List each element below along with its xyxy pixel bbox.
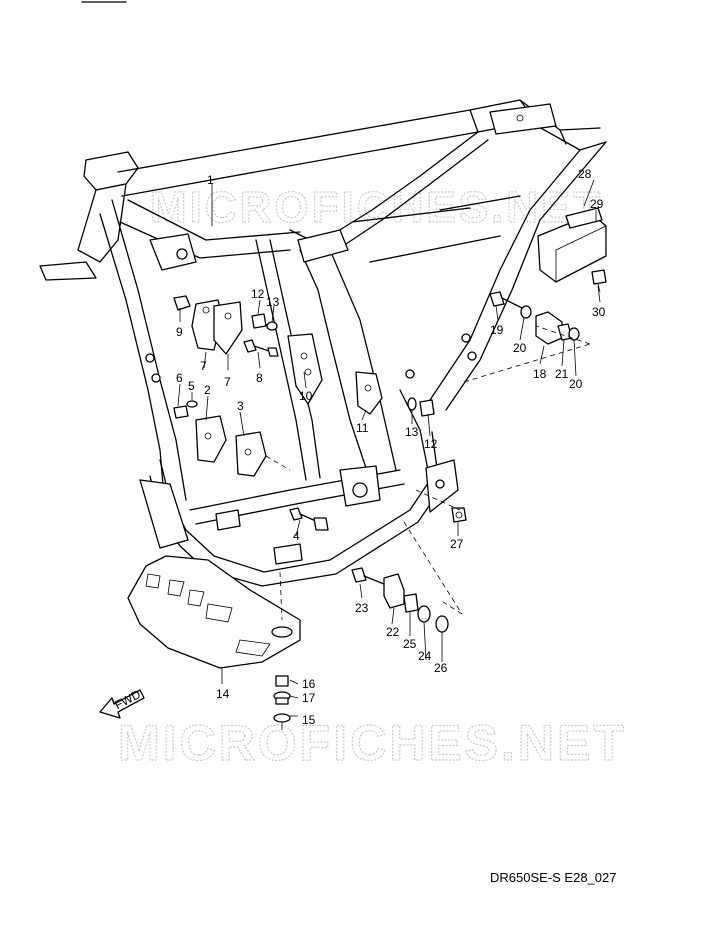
callout-7-right: 7 [224,375,231,389]
watermark-lower: MICROFICHES.NET [118,715,627,771]
callout-3: 3 [237,399,244,413]
callout-11: 11 [356,421,369,435]
callout-2: 2 [204,383,211,397]
leader-lines [177,179,601,717]
callout-13-upper: 13 [266,295,280,309]
callout-30: 30 [592,305,606,319]
callout-23: 23 [355,601,369,615]
figure-code: DR650SE-S E28_027 [490,870,617,885]
callout-27: 27 [450,537,464,551]
callout-6: 6 [176,371,183,385]
callout-17: 17 [302,691,316,705]
callout-16: 16 [302,677,316,691]
callout-20-left: 20 [513,341,527,355]
callout-5: 5 [188,379,195,393]
callout-19: 19 [490,323,504,337]
lower-mount-group [351,567,449,633]
callout-22: 22 [386,625,400,639]
callout-14: 14 [216,687,230,701]
callout-24: 24 [418,649,432,663]
skid-plate [127,555,301,669]
engine-mount-brackets [191,299,383,477]
callout-13-right: 13 [405,425,419,439]
callout-28: 28 [578,167,592,181]
callout-25: 25 [403,637,417,651]
callout-15: 15 [302,713,316,727]
callout-8: 8 [256,371,263,385]
callout-18: 18 [533,367,547,381]
callout-4: 4 [293,529,300,543]
callout-7-left: 7 [200,359,207,373]
callout-10: 10 [299,389,313,403]
skid-plate-bolts [273,675,291,730]
callout-26: 26 [434,661,448,675]
callout-29: 29 [590,197,604,211]
callout-9: 9 [176,325,183,339]
main-frame [39,99,607,587]
fasteners [173,207,607,531]
callout-12-upper: 12 [251,287,265,301]
callout-1: 1 [207,173,214,187]
fwd-arrow-icon: FWD [99,687,145,719]
callout-12-right: 12 [424,437,438,451]
callout-21: 21 [555,367,569,381]
callout-20-right: 20 [569,377,583,391]
callout-numbers: 1 2 3 4 5 6 7 7 8 9 10 11 12 12 13 13 14… [176,167,606,727]
